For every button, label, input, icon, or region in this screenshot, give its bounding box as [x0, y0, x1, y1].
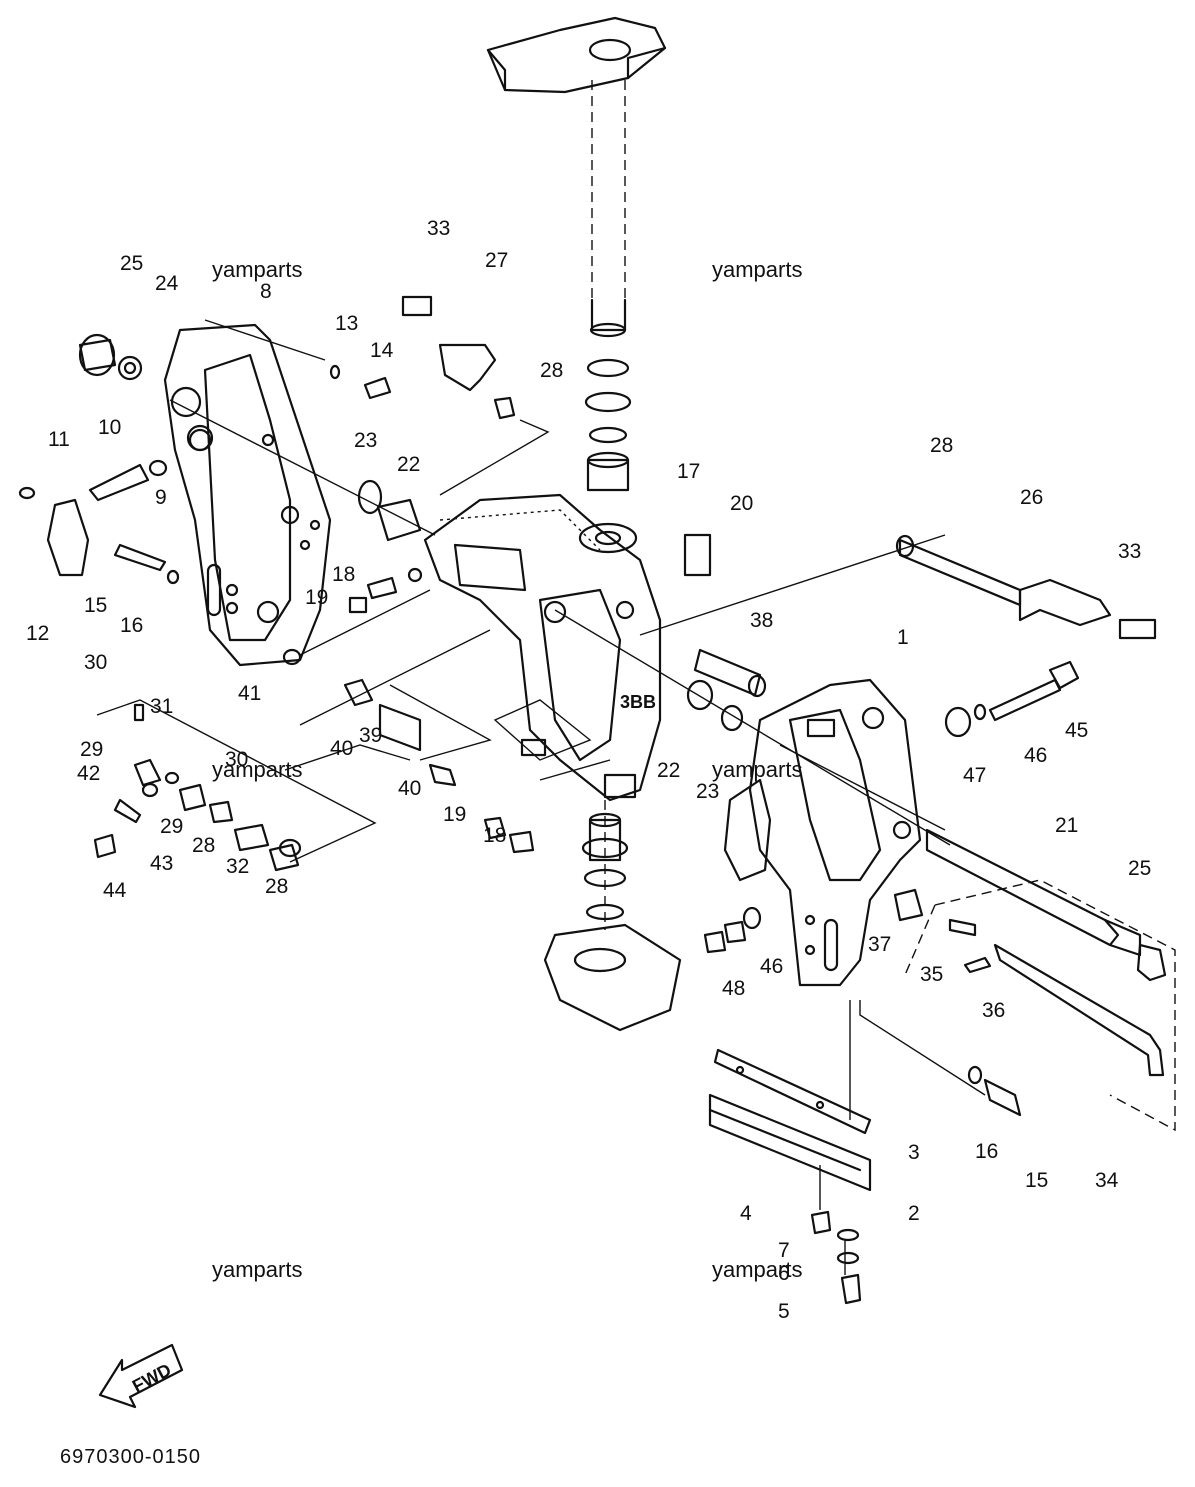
callout-14: 14: [370, 339, 394, 362]
callout-11: 11: [48, 428, 70, 451]
callout-21: 21: [1055, 814, 1078, 837]
callout-28: 28: [265, 875, 288, 898]
callout-1: 1: [897, 626, 909, 649]
callout-44: 44: [103, 879, 127, 902]
shaft-rings-upper: [578, 358, 638, 554]
callout-22: 22: [657, 759, 680, 782]
tilt-lever-34: [948, 918, 1165, 1077]
callout-42: 42: [77, 762, 100, 785]
callout-25: 25: [120, 252, 143, 275]
callout-2: 2: [908, 1202, 920, 1225]
callout-18: 18: [483, 824, 506, 847]
screws-4-5-6-7: [810, 1210, 862, 1305]
diagram-code: 6970300-0150: [60, 1446, 201, 1468]
callout-19: 19: [305, 586, 328, 609]
lower-mount: [543, 800, 682, 1032]
watermark-text: yamparts: [212, 257, 302, 282]
callout-19: 19: [443, 803, 466, 826]
watermark-text: yamparts: [212, 757, 302, 782]
callout-10: 10: [98, 416, 121, 439]
swivel-bracket: 3BB: [423, 493, 662, 802]
callout-4: 4: [740, 1202, 752, 1225]
callout-25: 25: [1128, 857, 1151, 880]
callout-38: 38: [750, 609, 773, 632]
callout-17: 17: [677, 460, 700, 483]
clamp-bracket-right: [723, 678, 922, 987]
callout-6: 6: [778, 1262, 790, 1285]
callout-43: 43: [150, 852, 173, 875]
left-small-parts: [18, 295, 1157, 954]
callout-8: 8: [260, 280, 272, 303]
callout-41: 41: [238, 682, 261, 705]
watermark-text: yamparts: [212, 1257, 302, 1282]
callout-46: 46: [760, 955, 783, 978]
callout-46: 46: [1024, 744, 1047, 767]
callout-30: 30: [84, 651, 107, 674]
callout-33: 33: [427, 217, 450, 240]
callout-29: 29: [80, 738, 103, 761]
callout-36: 36: [982, 999, 1005, 1022]
callout-33: 33: [1118, 540, 1141, 563]
fwd-label: FWD: [129, 1359, 175, 1396]
callout-32: 32: [226, 855, 249, 878]
fwd-arrow-icon: FWD: [98, 1343, 184, 1409]
watermark-text: yamparts: [712, 1257, 802, 1282]
watermarks: yamparts yamparts yamparts yamparts yamparts…: [212, 257, 802, 1282]
callout-18: 18: [332, 563, 355, 586]
callout-28: 28: [930, 434, 953, 457]
callout-34: 34: [1095, 1169, 1119, 1192]
callout-48: 48: [722, 977, 745, 1000]
callout-37: 37: [868, 933, 891, 956]
bolt-15-right: [967, 1065, 1022, 1117]
callout-29: 29: [160, 815, 183, 838]
callout-22: 22: [397, 453, 420, 476]
callout-47: 47: [963, 764, 986, 787]
callout-3: 3: [908, 1141, 920, 1164]
svg-text:3BB: 3BB: [620, 692, 656, 712]
callout-15: 15: [1025, 1169, 1048, 1192]
callout-15: 15: [84, 594, 107, 617]
callout-5: 5: [778, 1300, 790, 1323]
callout-28: 28: [192, 834, 215, 857]
callout-40: 40: [330, 737, 353, 760]
callout-16: 16: [120, 614, 143, 637]
callout-31: 31: [150, 695, 173, 718]
callout-20: 20: [730, 492, 753, 515]
tilt-tube: [925, 828, 1167, 982]
callout-12: 12: [26, 622, 49, 645]
callout-30: 30: [225, 748, 248, 771]
callout-39: 39: [359, 724, 382, 747]
callout-7: 7: [778, 1239, 790, 1262]
pin-38: [693, 648, 767, 698]
callout-23: 23: [354, 429, 377, 452]
plate-assembly: [708, 1048, 872, 1192]
bolt-45: [988, 660, 1080, 722]
trim-rod-26: [895, 534, 1112, 627]
callout-45: 45: [1065, 719, 1088, 742]
callout-16: 16: [975, 1140, 998, 1163]
callout-13: 13: [335, 312, 358, 335]
callout-27: 27: [485, 249, 508, 272]
steering-shaft: [589, 80, 627, 338]
callout-26: 26: [1020, 486, 1043, 509]
callout-9: 9: [155, 486, 167, 509]
reference-lines: [96, 319, 1176, 1275]
watermark-text: yamparts: [712, 757, 802, 782]
steering-arm-upper: [486, 16, 667, 94]
watermark-text: yamparts: [712, 257, 802, 282]
callout-40: 40: [398, 777, 421, 800]
callout-24: 24: [155, 272, 179, 295]
callout-23: 23: [696, 780, 719, 803]
callout-28: 28: [540, 359, 563, 382]
clamp-bracket-left: [163, 323, 332, 667]
callout-35: 35: [920, 963, 943, 986]
